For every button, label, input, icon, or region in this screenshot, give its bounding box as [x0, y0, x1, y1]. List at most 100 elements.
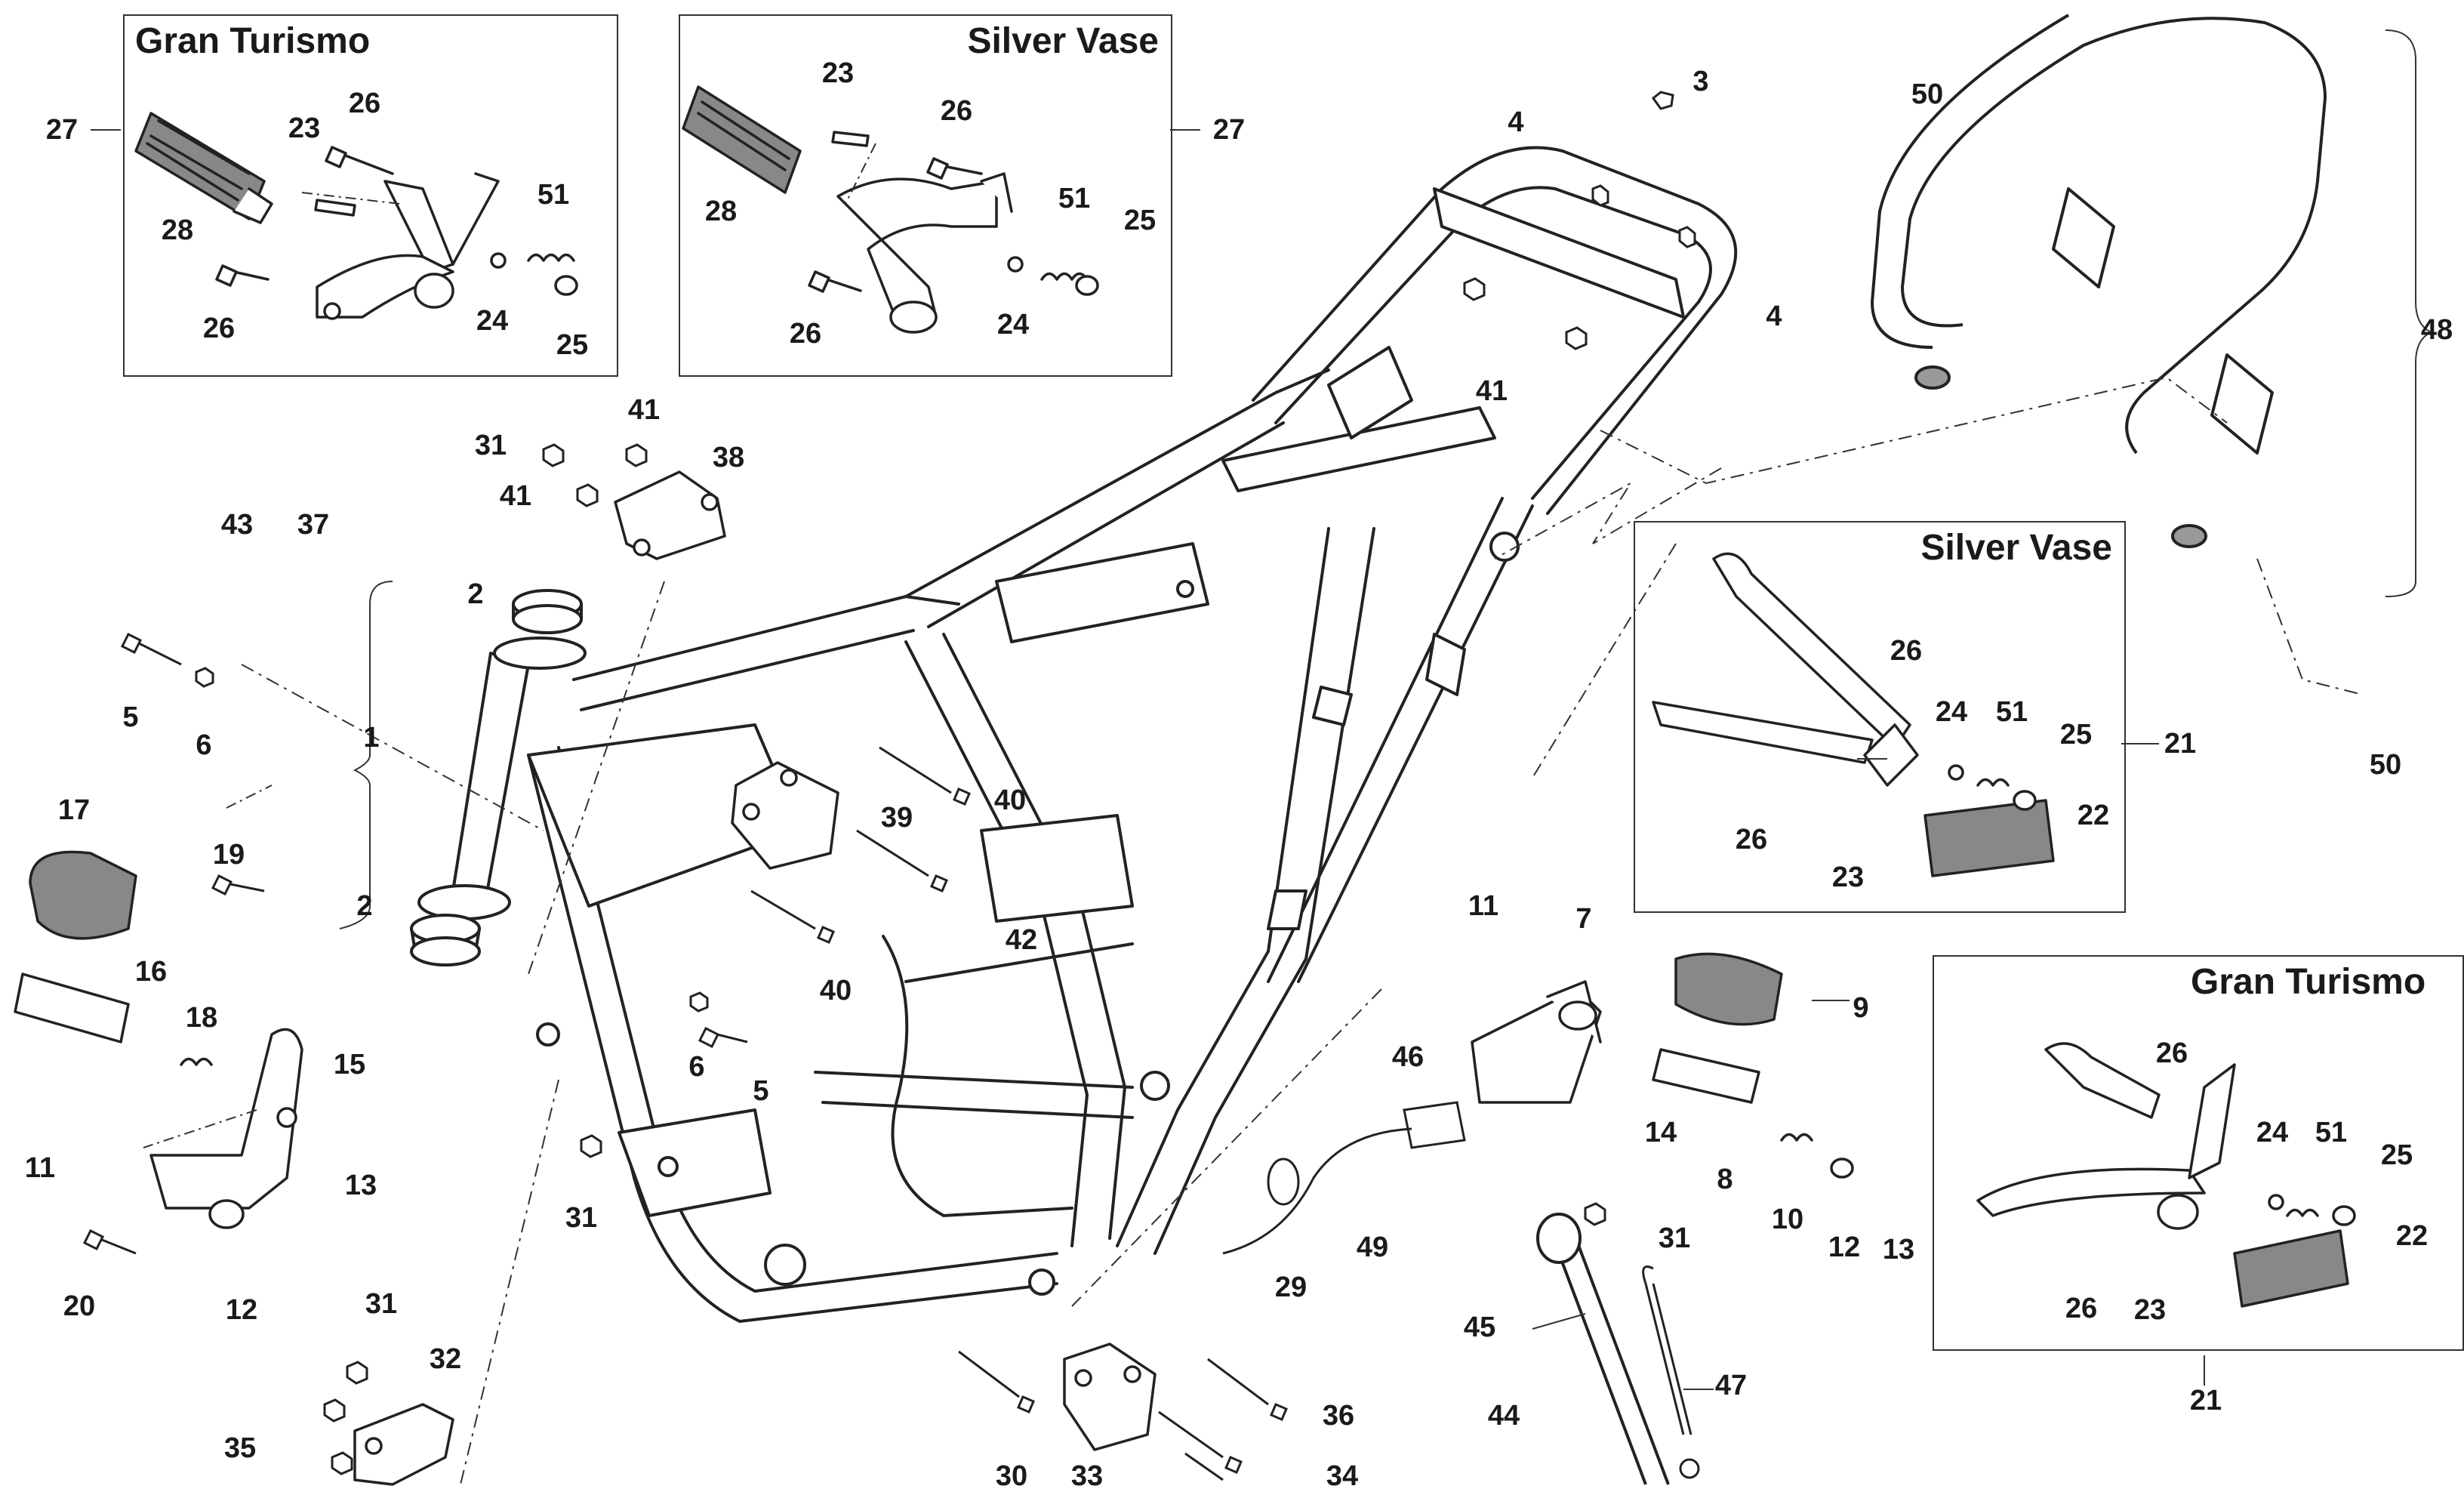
callout-24[interactable]: 24	[996, 309, 1030, 341]
callout-23[interactable]: 23	[1831, 862, 1865, 893]
callout-50[interactable]: 50	[2369, 749, 2402, 781]
callout-4[interactable]: 4	[1766, 301, 1782, 332]
callout-23[interactable]: 23	[821, 57, 855, 89]
callout-14[interactable]: 14	[1644, 1117, 1677, 1148]
callout-27[interactable]: 27	[1212, 114, 1246, 146]
callout-15[interactable]: 15	[333, 1049, 366, 1080]
callout-42[interactable]: 42	[1005, 924, 1038, 956]
footpeg-sv-bracket	[836, 172, 1013, 334]
callout-22[interactable]: 22	[2395, 1220, 2429, 1252]
callout-18[interactable]: 18	[185, 1002, 218, 1034]
bolt-26-gt	[215, 146, 394, 287]
callout-46[interactable]: 46	[1391, 1041, 1424, 1073]
callout-2[interactable]: 2	[467, 578, 484, 610]
callout-7[interactable]: 7	[1575, 903, 1592, 935]
callout-26[interactable]: 26	[789, 318, 822, 350]
callout-31[interactable]: 31	[365, 1288, 398, 1320]
callout-51[interactable]: 51	[537, 179, 570, 211]
callout-23[interactable]: 23	[2133, 1294, 2167, 1326]
callout-24[interactable]: 24	[2256, 1117, 2289, 1148]
callout-34[interactable]: 34	[1326, 1460, 1359, 1492]
callout-37[interactable]: 37	[297, 509, 330, 541]
callout-24[interactable]: 24	[1935, 696, 1968, 728]
callout-48[interactable]: 48	[2420, 314, 2453, 346]
callout-21[interactable]: 21	[2189, 1385, 2222, 1416]
callout-24[interactable]: 24	[476, 305, 509, 337]
callout-4[interactable]: 4	[1508, 106, 1524, 138]
callout-5[interactable]: 5	[753, 1075, 769, 1107]
callout-13[interactable]: 13	[344, 1170, 377, 1201]
callout-10[interactable]: 10	[1771, 1204, 1804, 1235]
callout-41[interactable]: 41	[499, 480, 532, 512]
callout-5[interactable]: 5	[122, 701, 139, 733]
callout-51[interactable]: 51	[1995, 696, 2028, 728]
callout-41[interactable]: 41	[627, 394, 661, 426]
callout-8[interactable]: 8	[1717, 1164, 1733, 1195]
callout-20[interactable]: 20	[63, 1290, 96, 1322]
callout-9[interactable]: 9	[1853, 992, 1869, 1024]
callout-11[interactable]: 11	[1468, 890, 1499, 922]
callout-51[interactable]: 51	[2315, 1117, 2348, 1148]
callout-28[interactable]: 28	[704, 196, 738, 227]
callout-21[interactable]: 21	[2164, 728, 2197, 760]
callout-31[interactable]: 31	[1658, 1222, 1691, 1254]
callout-25[interactable]: 25	[2059, 719, 2093, 751]
callout-44[interactable]: 44	[1487, 1400, 1520, 1432]
callout-26[interactable]: 26	[2155, 1037, 2188, 1069]
callout-30[interactable]: 30	[995, 1460, 1028, 1492]
callout-40[interactable]: 40	[993, 785, 1027, 816]
callout-6[interactable]: 6	[196, 729, 212, 761]
callout-25[interactable]: 25	[1123, 205, 1157, 236]
callout-36[interactable]: 36	[1322, 1400, 1355, 1432]
callout-23[interactable]: 23	[288, 113, 321, 144]
callout-31[interactable]: 31	[474, 430, 507, 461]
callout-16[interactable]: 16	[134, 956, 168, 988]
panel-title: Silver Vase	[967, 21, 1159, 61]
callout-11[interactable]: 11	[24, 1152, 56, 1184]
footpeg-sv-rubber	[682, 85, 802, 194]
callout-27[interactable]: 27	[45, 114, 79, 146]
callout-1[interactable]: 1	[363, 722, 380, 754]
callout-41[interactable]: 41	[1475, 375, 1508, 407]
bolt-26-sv-top	[926, 157, 949, 180]
callout-51[interactable]: 51	[1058, 183, 1091, 214]
callout-29[interactable]: 29	[1274, 1272, 1307, 1303]
callout-12[interactable]: 12	[1828, 1232, 1861, 1263]
footpeg-gt-right-assembly	[1976, 1042, 2356, 1308]
head-tube	[417, 637, 587, 920]
callout-47[interactable]: 47	[1714, 1370, 1748, 1401]
callout-22[interactable]: 22	[2077, 800, 2110, 831]
callout-26[interactable]: 26	[940, 95, 973, 127]
callout-43[interactable]: 43	[220, 509, 254, 541]
callout-38[interactable]: 38	[712, 442, 745, 473]
callout-49[interactable]: 49	[1356, 1232, 1389, 1263]
callout-26[interactable]: 26	[1735, 824, 1768, 855]
callout-26[interactable]: 26	[1890, 635, 1923, 667]
callout-13[interactable]: 13	[1882, 1234, 1915, 1265]
callout-35[interactable]: 35	[223, 1432, 257, 1464]
callout-32[interactable]: 32	[429, 1343, 462, 1375]
callout-40[interactable]: 40	[819, 975, 852, 1006]
callout-45[interactable]: 45	[1463, 1312, 1496, 1343]
pin-23-sv	[831, 131, 870, 147]
side-stand-sensor	[1222, 1101, 1466, 1255]
callout-17[interactable]: 17	[57, 794, 91, 826]
leader-lines	[91, 29, 2433, 1485]
callout-19[interactable]: 19	[212, 839, 245, 871]
footpeg-gt-bracket	[316, 172, 500, 320]
callout-2[interactable]: 2	[356, 890, 373, 922]
callout-25[interactable]: 25	[2380, 1139, 2413, 1171]
callout-6[interactable]: 6	[688, 1051, 705, 1083]
callout-31[interactable]: 31	[565, 1202, 598, 1234]
callout-26[interactable]: 26	[2065, 1293, 2098, 1324]
callout-50[interactable]: 50	[1911, 79, 1944, 110]
callout-28[interactable]: 28	[161, 214, 194, 246]
callout-26[interactable]: 26	[202, 313, 236, 344]
callout-33[interactable]: 33	[1070, 1460, 1104, 1492]
callout-12[interactable]: 12	[225, 1294, 258, 1326]
callout-3[interactable]: 3	[1692, 66, 1709, 97]
callout-25[interactable]: 25	[556, 329, 589, 361]
callout-39[interactable]: 39	[880, 802, 913, 834]
callout-26[interactable]: 26	[348, 88, 381, 119]
